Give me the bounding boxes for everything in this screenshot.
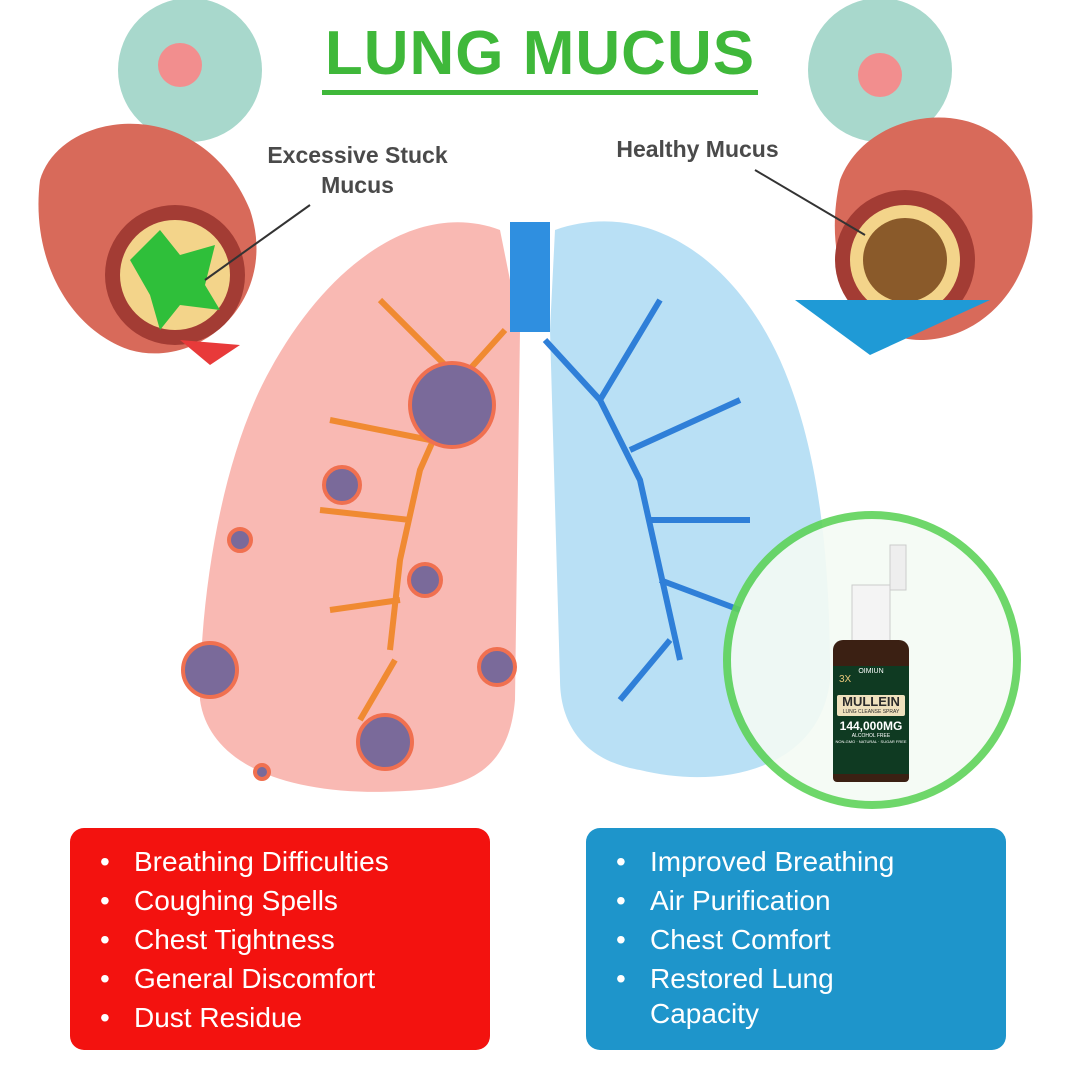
label-healthy-mucus: Healthy Mucus bbox=[616, 136, 779, 162]
problems-box: Breathing Difficulties Coughing Spells C… bbox=[70, 828, 490, 1050]
germ-icon bbox=[477, 647, 517, 687]
germ-icon bbox=[407, 562, 443, 598]
benefit-item: Air Purification bbox=[616, 881, 1006, 920]
blue-airways bbox=[542, 298, 750, 702]
benefit-item: Improved Breathing bbox=[616, 842, 1006, 881]
blue-arrow-icon bbox=[795, 300, 990, 355]
red-arrow-icon bbox=[180, 340, 240, 365]
label-excessive-mucus: Excessive Stuck Mucus bbox=[267, 142, 448, 198]
trachea bbox=[510, 222, 550, 332]
germ-icon bbox=[181, 641, 239, 699]
problem-item: Coughing Spells bbox=[100, 881, 490, 920]
germ-icon bbox=[408, 361, 496, 449]
benefit-item: Chest Comfort bbox=[616, 920, 1006, 959]
problem-item: Chest Tightness bbox=[100, 920, 490, 959]
germ-icon bbox=[253, 763, 271, 781]
product-name: MULLEIN bbox=[842, 694, 900, 709]
multiplier: 3X bbox=[839, 674, 852, 685]
page-title: LUNG MUCUS bbox=[324, 19, 756, 88]
unhealthy-lung bbox=[200, 222, 520, 792]
brand: OIMIUN bbox=[858, 668, 884, 675]
benefit-item-continued: Capacity bbox=[650, 998, 759, 1029]
product-strength: 144,000MG bbox=[839, 719, 903, 733]
product-subtitle: LUNG CLEANSE SPRAY bbox=[842, 709, 900, 715]
stuck-mucus bbox=[130, 230, 220, 330]
problem-item: Breathing Difficulties bbox=[100, 842, 490, 881]
orange-airways bbox=[319, 297, 508, 722]
title-underline bbox=[322, 90, 758, 95]
product-note: ALCOHOL FREE bbox=[851, 733, 891, 739]
germ-icon bbox=[227, 527, 253, 553]
benefits-box: Improved Breathing Air Purification Ches… bbox=[586, 828, 1006, 1050]
problem-item: General Discomfort bbox=[100, 959, 490, 998]
product-tags: NON-GMO · NATURAL · SUGAR FREE bbox=[835, 739, 907, 744]
germ-icon bbox=[322, 465, 362, 505]
problem-item: Dust Residue bbox=[100, 998, 490, 1037]
germ-icon bbox=[356, 713, 414, 771]
benefit-item: Restored Lung bbox=[616, 959, 1006, 998]
